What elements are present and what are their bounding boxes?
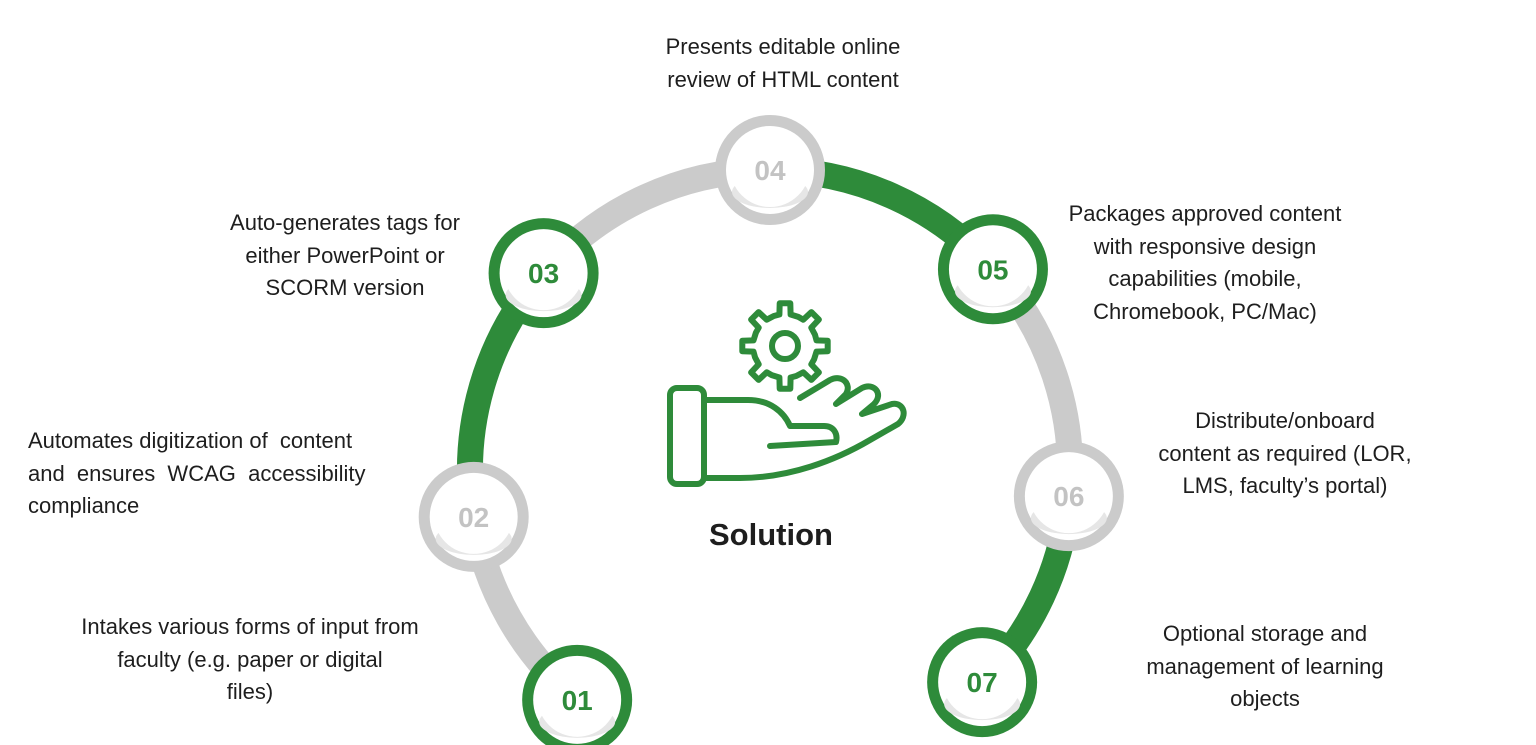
step-number: 04 — [754, 155, 786, 186]
step-node-04: 04 — [715, 115, 825, 225]
description-line: Chromebook, PC/Mac) — [1093, 298, 1317, 324]
node-highlight — [952, 226, 1033, 307]
step-nodes: 01 02 03 04 05 06 07 — [418, 115, 1124, 745]
description-line: Automates digitization of content — [28, 428, 353, 453]
step-node-06: 06 — [1013, 441, 1124, 552]
node-highlight — [537, 656, 618, 737]
description-line: faculty (e.g. paper or digital — [117, 646, 383, 672]
description-line: Presents editable online — [665, 34, 901, 59]
step-04-description: Presents editable online review of HTML c… — [620, 31, 946, 96]
step-01-description: Intakes various forms of input from facul… — [50, 611, 450, 709]
node-highlight — [433, 473, 514, 554]
description-line: and ensures WCAG accessibility — [28, 460, 366, 486]
description-line: either PowerPoint or — [245, 242, 445, 268]
description-line: objects — [1230, 686, 1300, 711]
step-number: 02 — [458, 502, 489, 533]
node-highlight — [942, 639, 1023, 720]
step-number: 05 — [977, 254, 1008, 285]
gear-icon — [739, 300, 831, 392]
step-number: 06 — [1053, 481, 1084, 512]
description-line: compliance — [28, 493, 140, 518]
center-title: Solution — [709, 517, 833, 552]
description-line: Auto-generates tags for — [230, 210, 460, 235]
gear-over-hand-icon — [667, 300, 907, 487]
gear-hub — [769, 330, 801, 362]
description-line: SCORM version — [265, 275, 425, 300]
step-node-01: 01 — [522, 644, 633, 745]
step-number: 03 — [528, 258, 559, 289]
step-03-description: Auto-generates tags for either PowerPoint… — [205, 207, 485, 305]
hand-palm — [701, 375, 907, 481]
node-highlight — [730, 127, 810, 207]
description-line: files) — [226, 679, 274, 704]
step-06-description: Distribute/onboard content as required (L… — [1140, 405, 1430, 503]
description-line: Packages approved content — [1068, 201, 1342, 226]
description-line: with responsive design — [1093, 233, 1317, 259]
step-node-07: 07 — [927, 627, 1038, 738]
description-line: capabilities (mobile, — [1108, 266, 1302, 291]
step-number: 07 — [967, 667, 998, 698]
step-02-description: Automates digitization of content and ens… — [28, 425, 406, 523]
description-line: content as required (LOR, — [1158, 440, 1412, 466]
hand-cuff — [667, 385, 707, 487]
step-07-description: Optional storage and management of learni… — [1115, 618, 1415, 716]
step-05-description: Packages approved content with responsive… — [1040, 198, 1370, 328]
description-line: LMS, faculty’s portal) — [1182, 473, 1388, 498]
step-node-05: 05 — [937, 214, 1048, 325]
description-line: review of HTML content — [667, 66, 899, 92]
description-line: Intakes various forms of input from — [81, 614, 419, 639]
description-line: management of learning — [1146, 653, 1384, 679]
node-highlight — [1028, 453, 1109, 534]
description-line: Optional storage and — [1162, 621, 1368, 646]
step-number: 01 — [562, 685, 593, 716]
step-node-03: 03 — [488, 218, 599, 329]
description-line: Distribute/onboard — [1195, 408, 1375, 433]
step-node-02: 02 — [418, 461, 529, 572]
node-highlight — [503, 230, 584, 311]
